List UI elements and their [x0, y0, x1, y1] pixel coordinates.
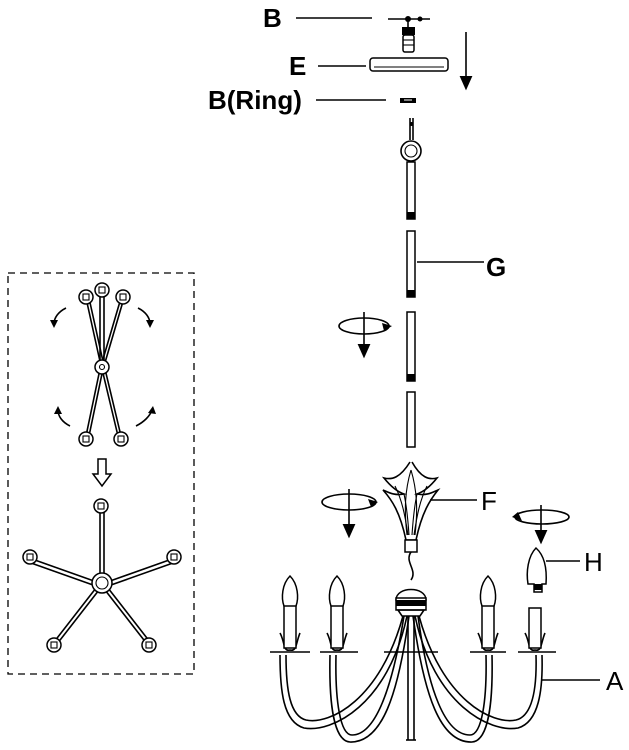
label-e: E: [289, 51, 306, 81]
label-f: F: [481, 486, 497, 516]
label-b: B: [263, 3, 282, 33]
inset-hollow-down-arrow: [91, 458, 113, 488]
inset-folded-arms: [50, 282, 156, 447]
leaf-cup-f: [381, 461, 441, 553]
mounting-bracket-b: [388, 16, 430, 53]
ring-b: [400, 98, 416, 103]
rotate-arrow-cup: [321, 489, 378, 539]
label-g: G: [486, 252, 506, 282]
inset-spread-arms: [22, 498, 182, 653]
bulb-h: [526, 546, 547, 593]
inset-dashed-frame: [7, 272, 195, 675]
canopy-e: [369, 57, 449, 72]
rotate-arrow-rod: [338, 312, 392, 359]
rotate-arrow-bulb: [512, 505, 570, 545]
label-h: H: [584, 547, 603, 577]
loop-and-rod-g: [400, 118, 422, 448]
chandelier-body-a: [270, 551, 556, 743]
label-b-ring: B(Ring): [208, 85, 302, 115]
label-a: A: [606, 666, 624, 696]
